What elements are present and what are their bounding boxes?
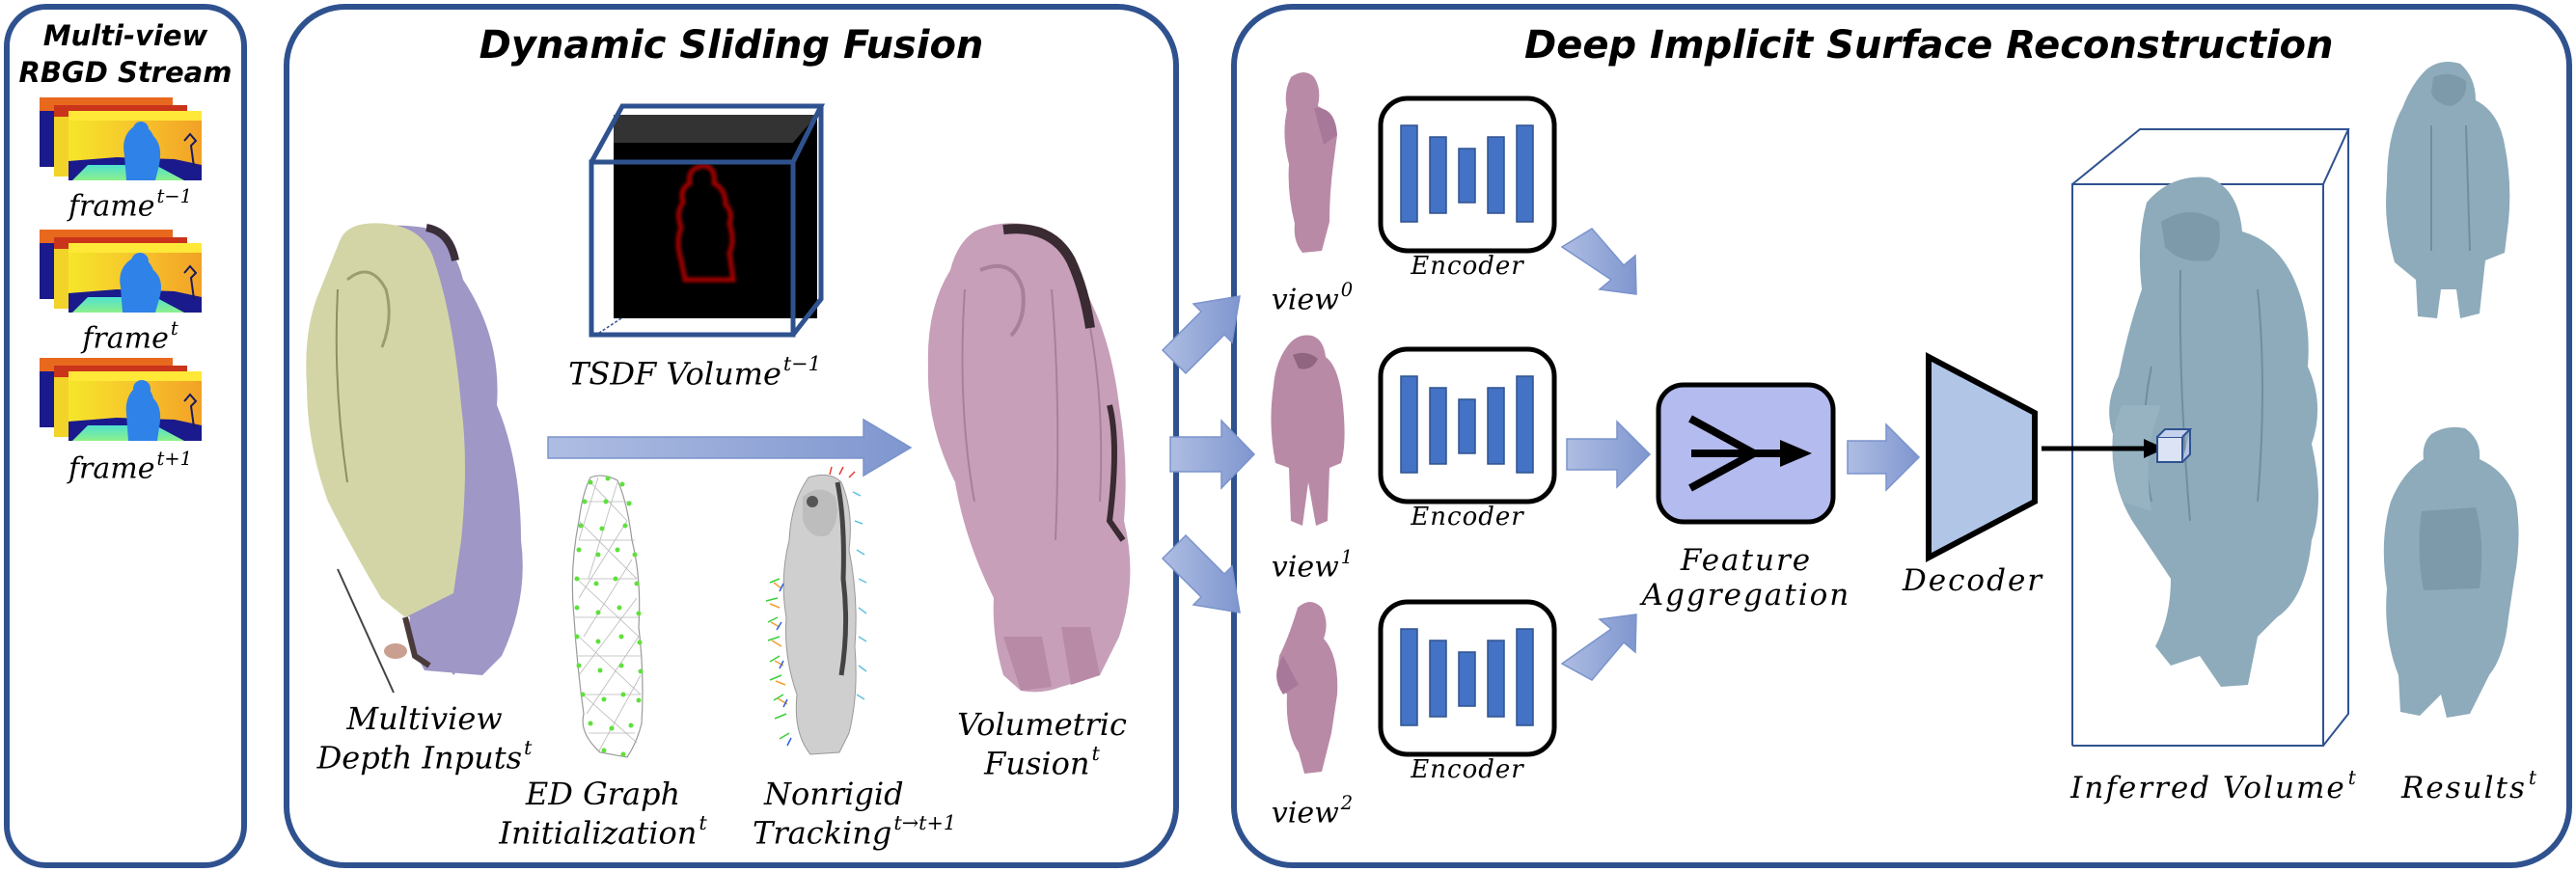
depth-input-mesh: [306, 223, 523, 694]
aggregation-to-decoder-arrow: [1847, 422, 1921, 492]
encoder-label-1: Encoder: [1411, 503, 1524, 531]
result-mesh-front: [2386, 62, 2510, 318]
result-mesh-back: [2383, 426, 2519, 718]
ed-graph-mesh: [571, 475, 644, 758]
view-split-arrows: [1161, 295, 1256, 613]
nonrigid-tracking-label: Nonrigid Trackingt→t+1: [753, 776, 957, 852]
fusion-flow-arrow: [547, 418, 913, 477]
inferred-volume-mesh: [2109, 177, 2318, 687]
view-2-mesh: [1276, 602, 1338, 774]
decoder-block: [1926, 352, 2038, 562]
volumetric-fusion-label: Volumetric Fusiont: [957, 706, 1127, 782]
nonrigid-tracking-mesh: [765, 466, 867, 755]
encoder-to-aggregation-arrows: [1560, 228, 1652, 681]
frame-stack-t: [40, 230, 202, 313]
feature-aggregation-block: [1656, 382, 1836, 525]
query-point-arrow: [2042, 428, 2193, 463]
encoder-label-0: Encoder: [1411, 252, 1524, 281]
volumetric-fusion-mesh: [927, 223, 1131, 693]
tsdf-volume-label: TSDF Volumet−1: [568, 352, 821, 393]
encoder-block-1: [1378, 346, 1557, 504]
view-0-mesh: [1284, 72, 1337, 253]
tsdf-volume-cube: [589, 103, 826, 338]
feature-aggregation-label: Feature Aggregation: [1641, 543, 1851, 613]
inferred-volume-box: [2071, 128, 2350, 747]
frame-stack-t-minus-1: [40, 97, 202, 180]
results-label: Resultst: [2401, 766, 2538, 806]
ed-graph-label: ED Graph Initializationt: [499, 776, 707, 852]
encoder-block-0: [1378, 95, 1557, 254]
stream-title: Multi-view RBGD Stream: [18, 19, 233, 89]
inferred-volume-label: Inferred Volumet: [2070, 766, 2358, 806]
view-1-mesh: [1271, 335, 1345, 526]
fusion-title: Dynamic Sliding Fusion: [479, 23, 984, 68]
reconstruction-title: Deep Implicit Surface Reconstruction: [1524, 23, 2334, 68]
frame-stack-t-plus-1: [40, 358, 202, 441]
encoder-label-2: Encoder: [1411, 755, 1524, 784]
encoder-block-2: [1378, 599, 1557, 757]
decoder-label: Decoder: [1902, 563, 2044, 598]
depth-inputs-label: Multiview Depth Inputst: [316, 700, 533, 777]
